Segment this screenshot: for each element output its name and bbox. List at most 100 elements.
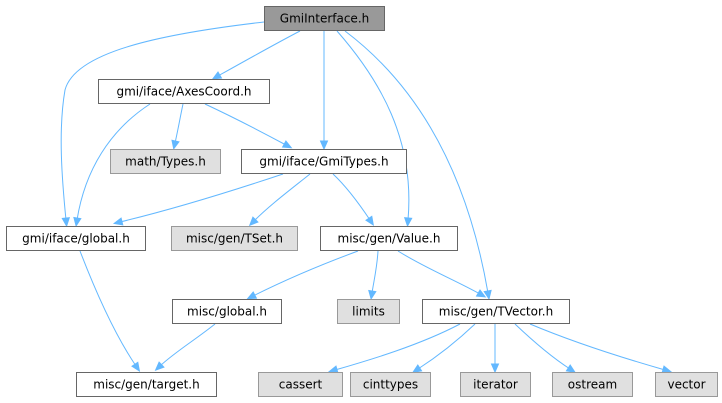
arrow-head-icon xyxy=(131,361,141,373)
edge-gmiinterface-to-tvector xyxy=(344,30,492,301)
edge-line xyxy=(529,323,666,371)
edge-line xyxy=(76,103,151,221)
node-label: iterator xyxy=(473,378,518,392)
edge-miscglobal-to-target xyxy=(154,323,216,371)
node-vector: vector xyxy=(655,372,718,397)
node-label: GmiInterface.h xyxy=(280,12,369,26)
arrow-head-icon xyxy=(281,140,293,149)
edge-axescoord-to-ifaceglobal xyxy=(73,103,151,228)
arrow-head-icon xyxy=(475,289,487,298)
node-label: limits xyxy=(352,305,385,319)
arrow-head-icon xyxy=(490,363,500,374)
edge-line xyxy=(79,250,137,367)
edge-line xyxy=(174,103,184,144)
node-gmitypes[interactable]: gmi/iface/GmiTypes.h xyxy=(241,149,407,174)
node-cassert: cassert xyxy=(258,372,343,397)
arrow-head-icon xyxy=(365,215,374,227)
edge-axescoord-to-gmitypes xyxy=(204,103,293,149)
node-value[interactable]: misc/gen/Value.h xyxy=(320,226,458,251)
edge-gmitypes-to-ifaceglobal xyxy=(112,173,284,226)
node-label: misc/gen/TSet.h xyxy=(186,232,283,246)
edge-line xyxy=(417,323,476,370)
edge-value-to-tvector xyxy=(397,250,487,298)
node-label: misc/gen/TVector.h xyxy=(439,305,553,319)
edge-gmiinterface-to-value xyxy=(336,30,413,228)
edge-tvector-to-cassert xyxy=(327,323,461,374)
node-box xyxy=(422,299,570,324)
arrow-head-icon xyxy=(327,365,339,374)
node-box xyxy=(110,149,221,174)
node-box xyxy=(258,372,343,397)
node-label: gmi/iface/GmiTypes.h xyxy=(259,155,388,169)
node-box xyxy=(264,6,385,31)
node-box xyxy=(6,226,146,251)
edge-line xyxy=(252,250,359,297)
node-label: misc/global.h xyxy=(187,305,267,319)
arrow-head-icon xyxy=(411,364,423,373)
edge-tvector-to-cinttypes xyxy=(411,323,476,373)
node-miscglobal[interactable]: misc/global.h xyxy=(172,299,282,324)
arrow-head-icon xyxy=(403,217,413,228)
edge-tvector-to-ostream xyxy=(514,323,577,373)
arrow-head-icon xyxy=(73,216,82,228)
edge-line xyxy=(371,250,379,294)
arrow-head-icon xyxy=(61,217,71,228)
edges-layer xyxy=(60,21,673,374)
edge-line xyxy=(159,323,216,367)
node-mathtypes: math/Types.h xyxy=(110,149,221,174)
edge-gmitypes-to-value xyxy=(332,173,374,227)
node-box xyxy=(76,372,217,397)
node-label: cinttypes xyxy=(363,378,418,392)
edge-value-to-miscglobal xyxy=(246,250,359,300)
edge-line xyxy=(253,173,311,222)
edge-line xyxy=(332,173,371,221)
node-gmiinterface[interactable]: GmiInterface.h xyxy=(264,6,385,31)
node-ostream: ostream xyxy=(552,372,633,397)
edge-axescoord-to-mathtypes xyxy=(171,103,184,151)
arrow-head-icon xyxy=(661,365,673,374)
node-box xyxy=(460,372,531,397)
edge-gmiinterface-to-gmitypes xyxy=(319,31,329,151)
edge-gmiinterface-to-axescoord xyxy=(211,30,301,80)
node-axescoord[interactable]: gmi/iface/AxesCoord.h xyxy=(98,79,270,104)
arrow-head-icon xyxy=(565,364,577,373)
arrow-head-icon xyxy=(368,289,377,301)
arrow-head-icon xyxy=(211,71,223,80)
edge-value-to-limits xyxy=(368,250,379,301)
edge-line xyxy=(336,30,410,221)
node-cinttypes: cinttypes xyxy=(350,372,431,397)
node-label: cassert xyxy=(279,378,323,392)
arrow-head-icon xyxy=(112,217,124,226)
arrow-head-icon xyxy=(319,140,329,151)
edge-line xyxy=(334,323,461,371)
node-limits: limits xyxy=(337,299,400,324)
node-ifaceglobal[interactable]: gmi/iface/global.h xyxy=(6,226,146,251)
node-box xyxy=(655,372,718,397)
edge-line xyxy=(119,173,284,223)
node-label: misc/gen/Value.h xyxy=(338,232,441,246)
node-box xyxy=(172,299,282,324)
node-tset: misc/gen/TSet.h xyxy=(171,226,298,251)
edge-line xyxy=(514,323,571,370)
node-target[interactable]: misc/gen/target.h xyxy=(76,372,217,397)
edge-gmitypes-to-tset xyxy=(248,173,311,227)
arrow-head-icon xyxy=(171,139,180,151)
node-tvector[interactable]: misc/gen/TVector.h xyxy=(422,299,570,324)
node-box xyxy=(337,299,400,324)
edge-line xyxy=(60,21,265,221)
node-iterator: iterator xyxy=(460,372,531,397)
edge-ifaceglobal-to-target xyxy=(79,250,141,373)
edge-gmiinterface-to-ifaceglobal xyxy=(60,21,265,228)
node-label: misc/gen/target.h xyxy=(93,378,199,392)
edge-line xyxy=(344,30,489,294)
node-box xyxy=(320,226,458,251)
node-box xyxy=(350,372,431,397)
edge-tvector-to-vector xyxy=(529,323,673,374)
node-label: ostream xyxy=(568,378,617,392)
nodes-layer: GmiInterface.h gmi/iface/AxesCoord.h math/… xyxy=(6,6,718,397)
edge-line xyxy=(217,30,301,77)
arrow-head-icon xyxy=(248,216,259,227)
node-label: vector xyxy=(667,378,705,392)
edge-line xyxy=(204,103,287,146)
